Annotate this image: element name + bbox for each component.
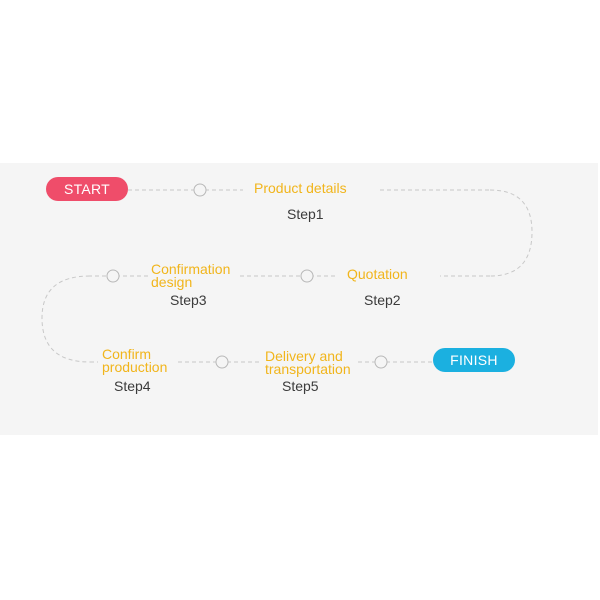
- step4-title: Confirm production: [102, 346, 168, 375]
- step3-title: Confirmation design: [151, 261, 231, 290]
- connector-dot-1: [193, 183, 207, 197]
- start-badge: START: [46, 177, 128, 201]
- connector-dot-3: [106, 269, 120, 283]
- step5-label: Step5: [282, 378, 319, 394]
- process-band: [0, 163, 598, 435]
- step4-label: Step4: [114, 378, 151, 394]
- connector-dot-5: [374, 355, 388, 369]
- step1-label: Step1: [287, 206, 324, 222]
- finish-badge: FINISH: [433, 348, 515, 372]
- connector-dot-4: [215, 355, 229, 369]
- step5-title: Delivery and transportation: [265, 348, 351, 377]
- step1-title: Product details: [254, 180, 347, 196]
- step2-title: Quotation: [347, 266, 408, 282]
- step2-label: Step2: [364, 292, 401, 308]
- step3-label: Step3: [170, 292, 207, 308]
- connector-dot-2: [300, 269, 314, 283]
